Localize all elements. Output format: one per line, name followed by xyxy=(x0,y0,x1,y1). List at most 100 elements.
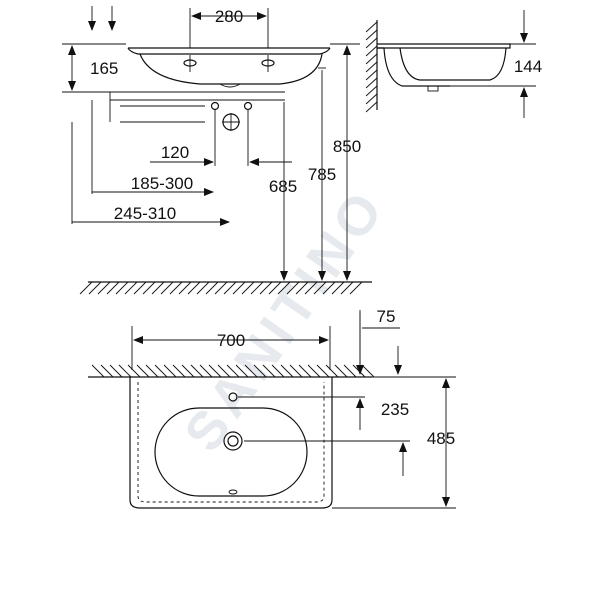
hatch-stroke xyxy=(214,281,228,295)
dim-165-label: 165 xyxy=(90,59,118,78)
hatch-stroke xyxy=(262,364,276,378)
dim-235-label: 235 xyxy=(381,400,409,419)
hatch-stroke xyxy=(118,364,132,378)
hatch-stroke xyxy=(205,281,219,295)
hatch-stroke xyxy=(232,281,246,295)
hatch-stroke xyxy=(172,364,186,378)
hatch-stroke xyxy=(151,281,165,295)
hatch-stroke xyxy=(79,281,93,295)
hatch-stroke xyxy=(268,281,282,295)
hatch-stroke xyxy=(280,364,294,378)
basin-rim-lip xyxy=(127,47,331,55)
top-wall-hatching xyxy=(91,364,375,378)
supply-valve-right xyxy=(243,101,253,111)
hatch-stroke xyxy=(304,281,318,295)
basin-outline xyxy=(129,377,333,509)
floor-hatching xyxy=(79,281,363,295)
side-rim xyxy=(377,43,511,49)
hatch-stroke xyxy=(199,364,213,378)
hatch-stroke xyxy=(178,281,192,295)
hatch-stroke xyxy=(88,281,102,295)
dim-185-300-label: 185-300 xyxy=(131,174,193,193)
side-body xyxy=(377,47,450,87)
hatch-stroke xyxy=(316,364,330,378)
hatch-stroke xyxy=(322,281,336,295)
hatch-stroke xyxy=(244,364,258,378)
hatch-stroke xyxy=(136,364,150,378)
dim-75-label: 75 xyxy=(377,307,396,326)
dim-850-label: 850 xyxy=(333,137,361,156)
hatch-stroke xyxy=(124,281,138,295)
hatch-stroke xyxy=(365,53,378,65)
watermark-text: SANITINO xyxy=(173,177,398,462)
hatch-stroke xyxy=(365,21,378,33)
hatch-stroke xyxy=(271,364,285,378)
dim-785-label: 785 xyxy=(308,165,336,184)
hatch-stroke xyxy=(365,45,378,57)
basin-drain-outlet xyxy=(219,83,241,88)
hatch-stroke xyxy=(343,364,357,378)
hatch-stroke xyxy=(142,281,156,295)
hatch-stroke xyxy=(241,281,255,295)
hatch-stroke xyxy=(133,281,147,295)
hatch-stroke xyxy=(217,364,231,378)
hatch-stroke xyxy=(325,364,339,378)
hatch-stroke xyxy=(187,281,201,295)
side-view: 144 xyxy=(365,10,542,118)
hatch-stroke xyxy=(286,281,300,295)
hatch-stroke xyxy=(365,77,378,89)
hatch-stroke xyxy=(91,364,105,378)
overflow-hole xyxy=(228,489,238,495)
hatch-stroke xyxy=(289,364,303,378)
dim-144-label: 144 xyxy=(514,57,542,76)
hatch-stroke xyxy=(365,29,378,41)
hatch-stroke xyxy=(115,281,129,295)
dim-485-label: 485 xyxy=(427,429,455,448)
hatch-stroke xyxy=(365,101,378,113)
hatch-stroke xyxy=(365,69,378,81)
supply-valve-left xyxy=(210,101,220,111)
side-drain xyxy=(427,85,439,92)
drain-inner xyxy=(227,435,239,447)
dim-245-310-label: 245-310 xyxy=(114,204,176,223)
dim-120-label: 120 xyxy=(161,143,189,162)
hatch-stroke xyxy=(196,281,210,295)
hatch-stroke xyxy=(365,37,378,49)
hatch-stroke xyxy=(190,364,204,378)
dim-280-label: 280 xyxy=(215,7,243,26)
hatch-stroke xyxy=(226,364,240,378)
hatch-stroke xyxy=(331,281,345,295)
front-view: 280 165 120 185-300 245-310 xyxy=(62,6,372,295)
hatch-stroke xyxy=(259,281,273,295)
hatch-stroke xyxy=(365,61,378,73)
hatch-stroke xyxy=(307,364,321,378)
hatch-stroke xyxy=(298,364,312,378)
side-bowl xyxy=(399,47,507,81)
hatch-stroke xyxy=(160,281,174,295)
hatch-stroke xyxy=(349,281,363,295)
hatch-stroke xyxy=(127,364,141,378)
hatch-stroke xyxy=(106,281,120,295)
basin-inner-outline xyxy=(137,382,325,503)
top-view: 700 75 235 485 xyxy=(88,307,456,509)
hatch-stroke xyxy=(100,364,114,378)
wall-hatching xyxy=(365,21,378,113)
hatch-stroke xyxy=(145,364,159,378)
top-tap-hole xyxy=(228,392,238,402)
drain-outer xyxy=(223,431,243,451)
bowl-oval xyxy=(154,407,308,497)
hatch-stroke xyxy=(208,364,222,378)
hatch-stroke xyxy=(365,85,378,97)
hatch-stroke xyxy=(295,281,309,295)
hatch-stroke xyxy=(313,281,327,295)
hatch-stroke xyxy=(163,364,177,378)
hatch-stroke xyxy=(253,364,267,378)
hatch-stroke xyxy=(365,93,378,105)
hatch-stroke xyxy=(181,364,195,378)
hatch-stroke xyxy=(340,281,354,295)
basin-bowl xyxy=(139,53,323,85)
dim-700-label: 700 xyxy=(217,331,245,350)
hatch-stroke xyxy=(277,281,291,295)
